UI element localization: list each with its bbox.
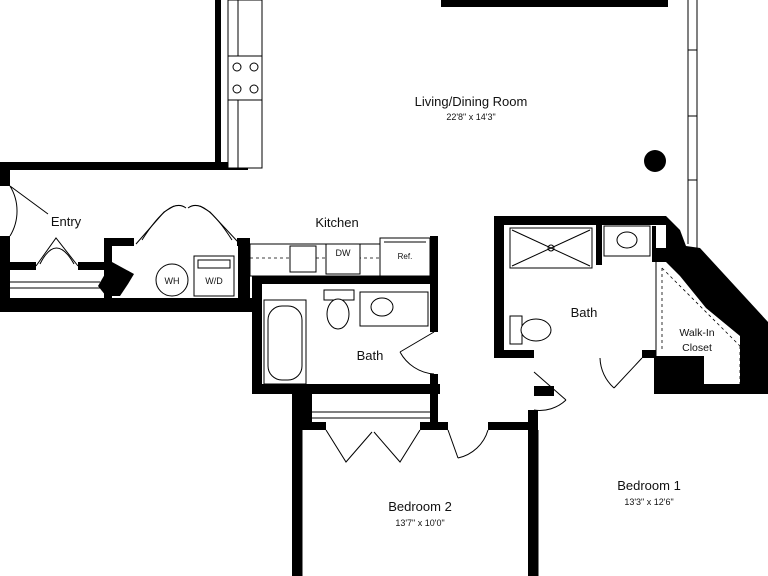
wall-master-bath-bottom-left — [494, 350, 534, 358]
bed1-door — [533, 371, 567, 411]
wall-bath-bottom — [252, 384, 440, 394]
wall-bath-right-bottom — [430, 374, 438, 394]
laundry-bifold-door — [135, 205, 239, 245]
dishwasher-label: DW — [336, 248, 351, 258]
bedroom-1-dimensions: 13'3" x 12'6" — [624, 497, 673, 507]
walk-in-closet-label-1: Walk-In — [679, 327, 714, 339]
living-room-label: Living/Dining Room — [415, 94, 528, 109]
bedroom-1-label: Bedroom 1 — [617, 478, 681, 493]
wall-master-bath-bottom-right — [642, 350, 656, 358]
wall-entry-closet-top — [10, 262, 36, 270]
wall-bed2-top-right — [420, 422, 448, 430]
entry-closet-door — [35, 237, 79, 267]
bedroom-2-dimensions: 13'7" x 10'0" — [395, 518, 444, 528]
wall-master-bath-top — [494, 216, 666, 225]
wall-entry-divider — [104, 238, 134, 246]
wall-master-bath-shower-div — [596, 225, 602, 265]
bed2-closet-door — [325, 429, 421, 463]
wall-kitchen-right — [430, 236, 438, 280]
wall-top-header — [441, 0, 668, 7]
stove — [227, 55, 263, 101]
entry-label: Entry — [51, 214, 82, 229]
wall-right-angled — [666, 216, 768, 392]
wall-bed1-top-left — [534, 386, 554, 396]
wall-entry-closet-top-right — [78, 262, 104, 270]
wall-bed2-left — [292, 394, 302, 576]
bath-door — [399, 331, 435, 375]
wall-upper-left-horizontal — [0, 162, 248, 170]
washer-dryer-label: W/D — [205, 276, 223, 286]
fixtures — [155, 55, 666, 385]
wall-entry-left-bottom — [0, 236, 10, 312]
wall-master-bath-left — [494, 216, 504, 358]
refrigerator-label: Ref. — [398, 252, 413, 261]
master-sink — [603, 225, 651, 257]
wall-bed2-top-far — [488, 422, 534, 430]
master-toilet-tank — [509, 315, 523, 345]
wall-bath-top — [252, 276, 438, 284]
wall-laundry-right — [238, 238, 250, 304]
bathtub — [263, 299, 307, 385]
structural-column — [644, 150, 666, 172]
kitchen-sink — [289, 245, 317, 273]
doors — [9, 185, 643, 463]
wall-bed2-right — [528, 410, 538, 576]
kitchen-label: Kitchen — [315, 215, 358, 230]
living-room-dimensions: 22'8" x 14'3" — [446, 112, 495, 122]
wall-master-bath-right — [652, 226, 656, 262]
water-heater-label: WH — [165, 276, 180, 286]
wall-bed2-closet-top — [302, 394, 312, 424]
wall-lower-long — [0, 298, 260, 312]
water-heater-chase — [98, 262, 134, 296]
wall-bath-right-top — [430, 276, 438, 332]
wall-walkin-left-block — [654, 356, 704, 388]
toilet — [326, 298, 350, 330]
hall-bath-label: Bath — [357, 348, 384, 363]
wall-walkin-top — [656, 248, 686, 262]
master-toilet — [520, 318, 552, 342]
bedroom-2-label: Bedroom 2 — [388, 499, 452, 514]
wall-bed2-top-left — [302, 422, 326, 430]
washer-dryer — [193, 255, 235, 297]
toilet-tank — [323, 289, 355, 301]
entry-closet-arc — [39, 247, 75, 265]
wall-upper-left-vertical — [215, 0, 221, 168]
master-bath-label: Bath — [571, 305, 598, 320]
water-heater — [155, 263, 189, 297]
bed2-door — [447, 429, 489, 459]
wall-entry-left-top — [0, 162, 10, 186]
bath-vanity — [359, 291, 429, 327]
entry-door — [9, 185, 49, 237]
wall-bath-left — [252, 284, 262, 394]
labels: Living/Dining Room 22'8" x 14'3" Entry K… — [51, 94, 715, 528]
wall-bed2-closet-right — [430, 394, 438, 424]
master-bath-door — [599, 357, 643, 389]
refrigerator — [379, 237, 431, 277]
dishwasher — [325, 243, 361, 275]
wall-walkin-bottom — [654, 384, 768, 394]
walk-in-closet-label-2: Closet — [682, 342, 712, 354]
